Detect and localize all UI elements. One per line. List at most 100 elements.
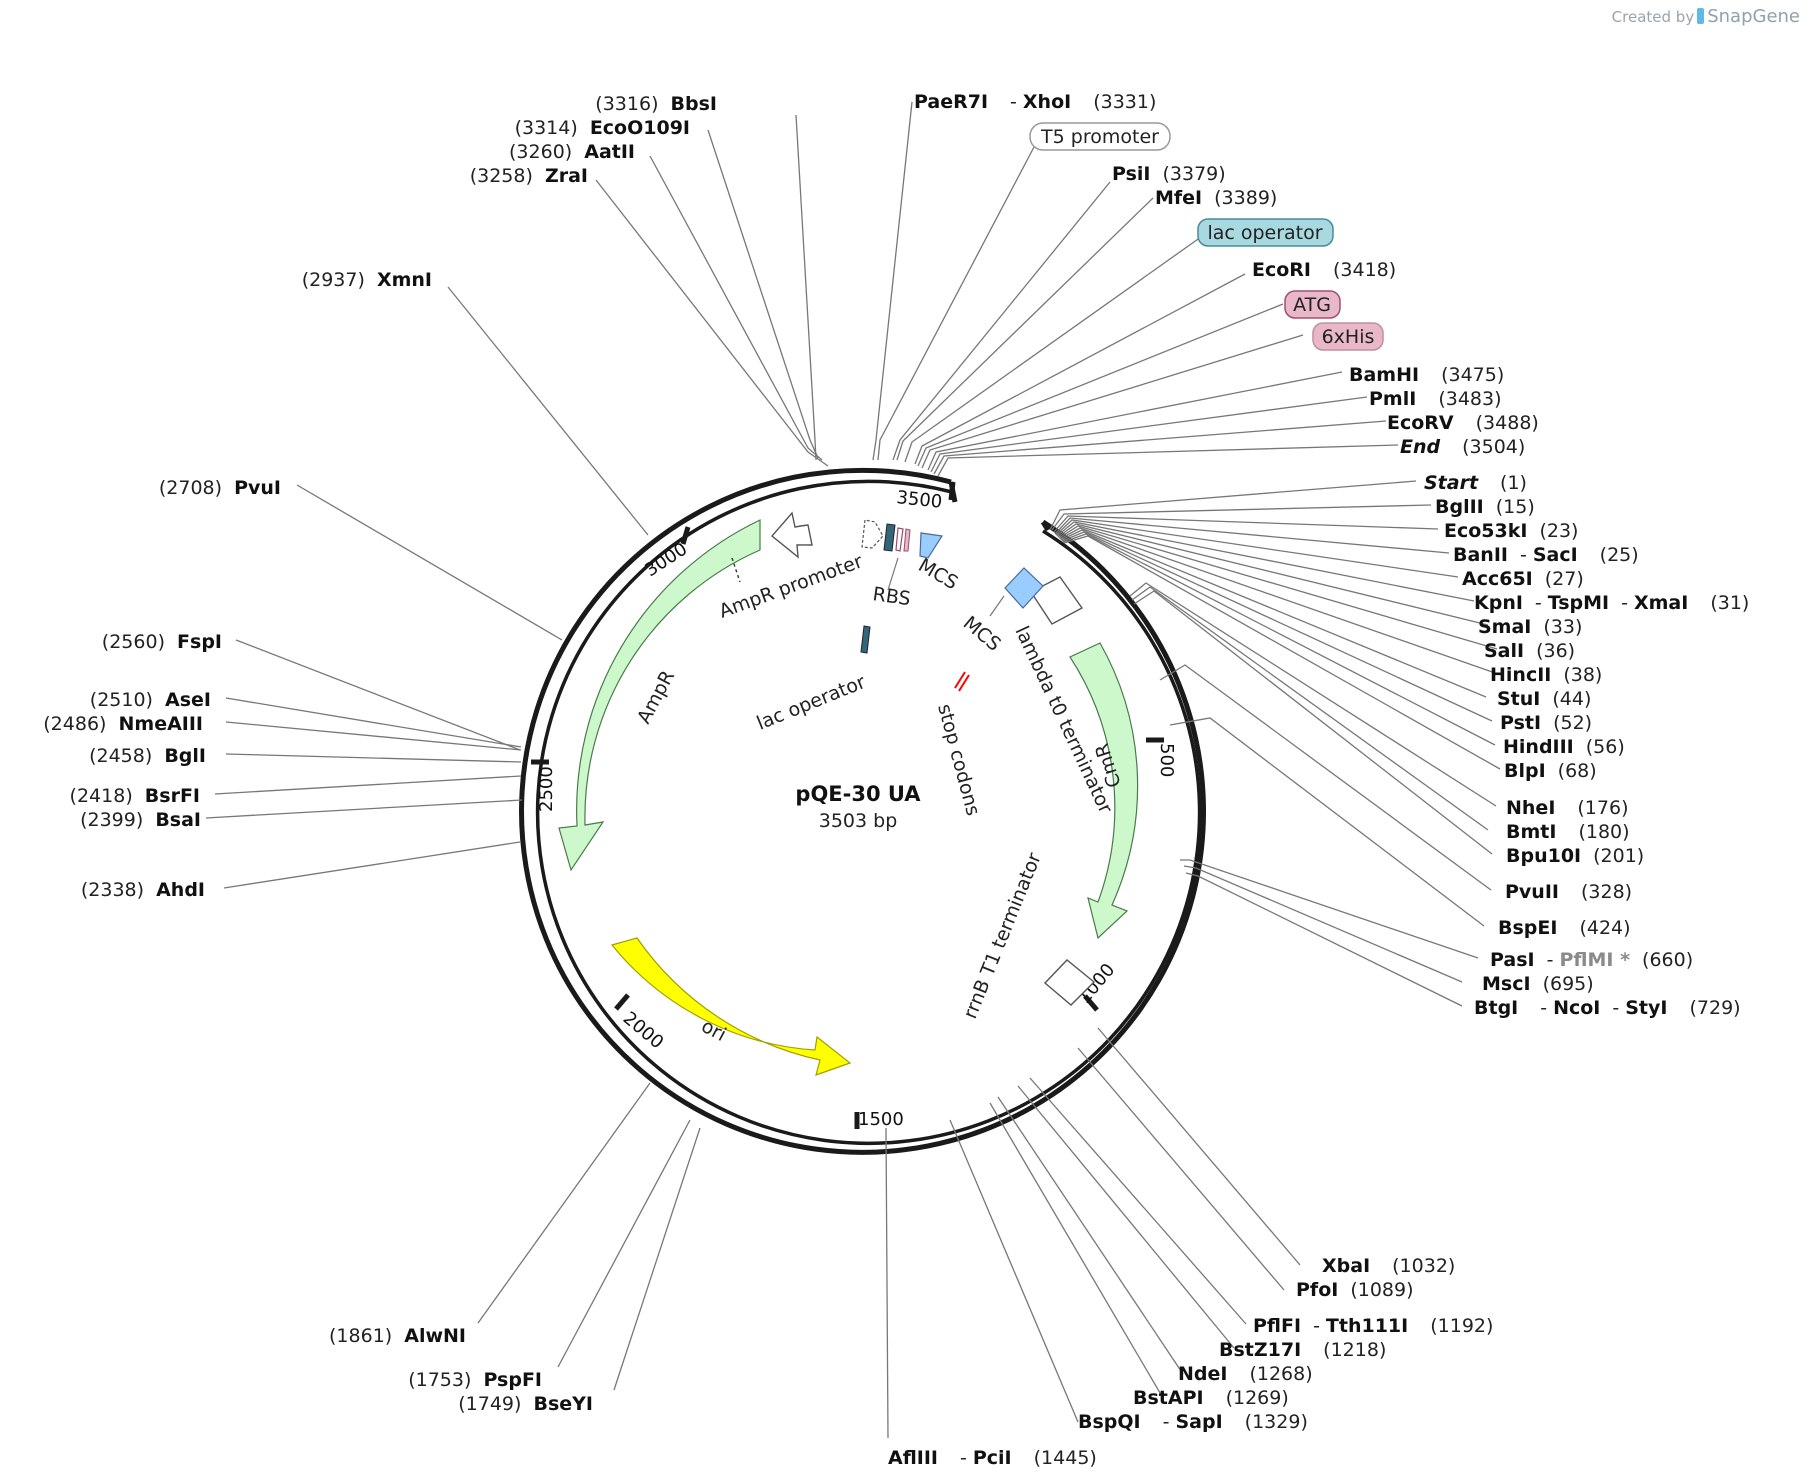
label-rrnb-t1: rrnB T1 terminator (959, 850, 1046, 1022)
site-zrai[interactable]: (3258) ZraI (470, 165, 588, 187)
feature-lac-operator-top[interactable] (883, 523, 896, 552)
tick-3500 (948, 481, 956, 501)
site-bamhi[interactable]: BamHI(3475) (1349, 364, 1504, 386)
site-acc65i[interactable]: Acc65I(27) (1462, 568, 1584, 590)
site-pspfi[interactable]: (1753) PspFI (408, 1369, 542, 1391)
label-rbs: RBS (871, 583, 912, 610)
site-psii[interactable]: PsiI(3379) (1112, 163, 1226, 185)
tick-label-2500: 2500 (536, 766, 557, 812)
feature-stop-codons[interactable] (954, 671, 966, 689)
ticks (531, 481, 1164, 1129)
site-ecoo109i[interactable]: (3314) EcoO109I (515, 117, 690, 139)
site-banii-saci[interactable]: BanII-SacI(25) (1453, 544, 1639, 566)
site-fspi[interactable]: (2560) FspI (102, 631, 222, 653)
credit-brand: SnapGene (1707, 6, 1800, 27)
site-start[interactable]: Start(1) (1424, 472, 1527, 494)
feature-lac-operator-inner[interactable] (860, 625, 871, 654)
site-mfei[interactable]: MfeI(3389) (1155, 187, 1277, 209)
tick-2000 (614, 993, 630, 1011)
site-pvui[interactable]: (2708) PvuI (159, 477, 281, 499)
site-ecorv[interactable]: EcoRV(3488) (1387, 412, 1539, 434)
label-mcs-top: MCS (915, 554, 962, 594)
site-pfoi[interactable]: PfoI(1089) (1296, 1279, 1414, 1301)
site-pflfi-tth111i[interactable]: PflFI-Tth111I(1192) (1253, 1315, 1493, 1337)
site-blpi[interactable]: BlpI(68) (1504, 760, 1597, 782)
t5-promoter-box (1029, 122, 1171, 151)
site-nmeaiii[interactable]: (2486) NmeAIII (43, 713, 203, 735)
feature-ori[interactable] (610, 937, 852, 1076)
site-bgli[interactable]: (2458) BglI (89, 745, 206, 767)
site-asei[interactable]: (2510) AseI (90, 689, 211, 711)
label-lac-operator-inner: lac operator (754, 671, 869, 735)
label-ampr-promoter: AmpR promoter (716, 550, 866, 622)
site-end[interactable]: End(3504) (1400, 436, 1525, 458)
tick-3000 (680, 526, 691, 545)
site-stui[interactable]: StuI(44) (1497, 688, 1591, 710)
site-afliii-pcii[interactable]: AflIII-PciI(1445) (888, 1447, 1097, 1469)
site-pmli[interactable]: PmlI(3483) (1369, 388, 1502, 410)
feature-ampr-promoter[interactable] (770, 511, 813, 559)
site-pvuii[interactable]: PvuII(328) (1505, 881, 1632, 903)
site-bsrfi[interactable]: (2418) BsrFI (70, 785, 200, 807)
features (558, 511, 1139, 1076)
site-ecori[interactable]: EcoRI(3418) (1252, 259, 1396, 281)
feature-rbs[interactable] (895, 527, 904, 552)
site-bspei[interactable]: BspEI(424) (1498, 917, 1631, 939)
site-eco53ki[interactable]: Eco53kI(23) (1444, 520, 1578, 542)
feature-cmr[interactable] (1069, 642, 1139, 940)
site-btgi-ncoi-styi[interactable]: BtgI-NcoI-StyI(729) (1474, 997, 1741, 1019)
site-nhei[interactable]: NheI(176) (1506, 797, 1628, 819)
site-hindiii[interactable]: HindIII(56) (1503, 736, 1625, 758)
site-aatii[interactable]: (3260) AatII (509, 141, 635, 163)
site-bbsi[interactable]: (3316) BbsI (595, 93, 717, 115)
tick-label-500: 500 (1156, 743, 1177, 777)
plasmid-name: pQE-30 UA (795, 782, 921, 806)
site-bglii[interactable]: BglII(15) (1435, 496, 1535, 518)
site-smai[interactable]: SmaI(33) (1478, 616, 1582, 638)
site-bseyi[interactable]: (1749) BseYI (458, 1393, 593, 1415)
left-site-labels: (3316) BbsI (3314) EcoO109I (3260) AatII… (43, 93, 717, 1415)
6xhis-box (1312, 322, 1384, 351)
feature-rrnb-t1[interactable] (1043, 959, 1096, 1006)
site-bspqi-sapi[interactable]: BspQI-SapI(1329) (1078, 1411, 1308, 1433)
site-xmni[interactable]: (2937) XmnI (302, 269, 432, 291)
tick-label-2000: 2000 (619, 1008, 668, 1054)
tick-1000 (1083, 994, 1099, 1012)
site-bmti[interactable]: BmtI(180) (1506, 821, 1630, 843)
site-ndei[interactable]: NdeI(1268) (1178, 1363, 1313, 1385)
label-stop-codons: stop codons (933, 702, 984, 819)
snapgene-credit: Created by SnapGene (1612, 6, 1800, 27)
t5-promoter-label: T5 promoter (1040, 126, 1159, 148)
snapgene-logo-icon (1697, 8, 1705, 24)
site-psti[interactable]: PstI(52) (1500, 712, 1592, 734)
right-site-labels: PaeR7I-XhoI(3331) PsiI(3379) MfeI(3389) … (888, 91, 1749, 1469)
label-ori: ori (698, 1015, 730, 1046)
atg-box (1284, 290, 1341, 319)
site-sali[interactable]: SalI(36) (1484, 640, 1575, 662)
leader-lines (205, 101, 1501, 1439)
site-pasi-pflmi[interactable]: PasI-PflMI *(660) (1490, 949, 1693, 971)
site-msci[interactable]: MscI(695) (1482, 973, 1594, 995)
site-bsai[interactable]: (2399) BsaI (80, 809, 201, 831)
feature-lambda-t0[interactable] (1029, 576, 1084, 625)
site-ahdi[interactable]: (2338) AhdI (81, 879, 205, 901)
feature-mcs-top[interactable] (919, 532, 944, 559)
site-bpu10i[interactable]: Bpu10I(201) (1506, 845, 1644, 867)
site-xbai[interactable]: XbaI(1032) (1322, 1255, 1455, 1277)
feature-ampr[interactable] (558, 519, 761, 872)
lac-operator-label: lac operator (1207, 222, 1322, 244)
tick-labels: 500 1000 1500 2000 2500 3000 3500 (536, 487, 1177, 1130)
feature-mcs-right[interactable] (1004, 567, 1044, 609)
site-kpni-tspmi-xmai[interactable]: KpnI-TspMI-XmaI(31) (1474, 592, 1749, 614)
site-paer7i-xhoi[interactable]: PaeR7I-XhoI(3331) (914, 91, 1156, 113)
plasmid-size: 3503 bp (819, 810, 898, 832)
lac-operator-box (1197, 218, 1334, 247)
site-bstz17i[interactable]: BstZ17I(1218) (1219, 1339, 1386, 1361)
boxed-labels: T5 promoter lac operator ATG 6xHis (1029, 122, 1384, 351)
site-alwni[interactable]: (1861) AlwNI (329, 1325, 466, 1347)
site-bstapi[interactable]: BstAPI(1269) (1133, 1387, 1289, 1409)
label-mcs-right: MCS (959, 612, 1005, 656)
site-hincii[interactable]: HincII(38) (1490, 664, 1602, 686)
credit-prefix: Created by (1611, 8, 1695, 26)
